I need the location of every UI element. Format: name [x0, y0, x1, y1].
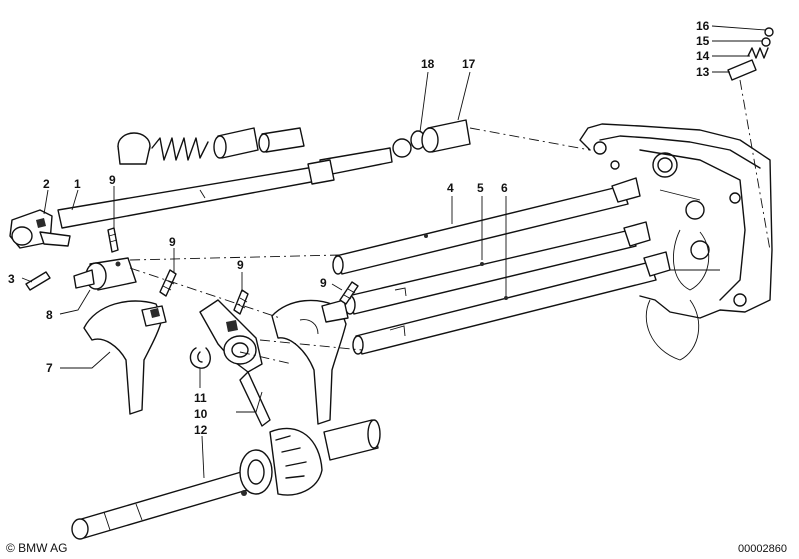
bushing	[323, 419, 381, 461]
shift-lever-10	[199, 299, 271, 427]
circlip-11	[189, 347, 211, 369]
gearbox-housing	[579, 123, 773, 361]
callout-7: 7	[46, 361, 53, 375]
assembly-lines	[129, 79, 771, 365]
detent-15	[761, 37, 771, 47]
callout-9d: 9	[320, 276, 327, 290]
shift-head-2	[9, 209, 71, 249]
pin-9c	[233, 289, 249, 315]
callout-9b: 9	[169, 235, 176, 249]
selector-block-8	[73, 257, 137, 291]
shift-rod-6	[352, 251, 671, 355]
callout-10: 10	[194, 407, 208, 421]
callout-6: 6	[501, 181, 508, 195]
callout-17: 17	[462, 57, 476, 71]
gear-segment	[239, 427, 323, 496]
shift-fork-7	[83, 300, 167, 415]
ball-18	[392, 130, 426, 158]
callout-11: 11	[194, 391, 207, 405]
pin-9b	[159, 269, 177, 297]
callout-16: 16	[696, 19, 710, 33]
callout-13: 13	[696, 65, 710, 79]
callout-9c: 9	[237, 258, 244, 272]
callout-18: 18	[421, 57, 435, 71]
callout-9a: 9	[109, 173, 116, 187]
callout-12: 12	[194, 423, 208, 437]
detent-spring-14	[747, 47, 769, 59]
pin-9a	[107, 227, 119, 253]
callout-8: 8	[46, 308, 53, 322]
callout-labels: 1 2 3 4 5 6 7 8 9 9 9 9 10 11 12 13 14 1…	[8, 19, 710, 437]
callout-1: 1	[74, 177, 81, 191]
callout-14: 14	[696, 49, 710, 63]
copyright-label: © BMW AG	[6, 541, 68, 555]
shift-rod-5	[344, 221, 651, 315]
shift-rod-4	[332, 177, 641, 275]
detent-16	[764, 27, 774, 37]
selector-shaft-1	[57, 147, 393, 229]
callout-3: 3	[8, 272, 15, 286]
pin-3	[25, 271, 51, 291]
pin-9d	[339, 281, 359, 305]
callout-5: 5	[477, 181, 484, 195]
callout-15: 15	[696, 34, 710, 48]
leaders	[21, 25, 767, 479]
callout-2: 2	[43, 177, 50, 191]
diagram-id: 00002860	[738, 543, 787, 555]
spring-assembly	[117, 127, 305, 165]
shift-fork-2	[271, 299, 349, 425]
callout-4: 4	[447, 181, 454, 195]
detent-plunger-13	[727, 59, 757, 81]
selector-shaft-12	[71, 469, 255, 540]
sleeve-17	[421, 119, 471, 153]
